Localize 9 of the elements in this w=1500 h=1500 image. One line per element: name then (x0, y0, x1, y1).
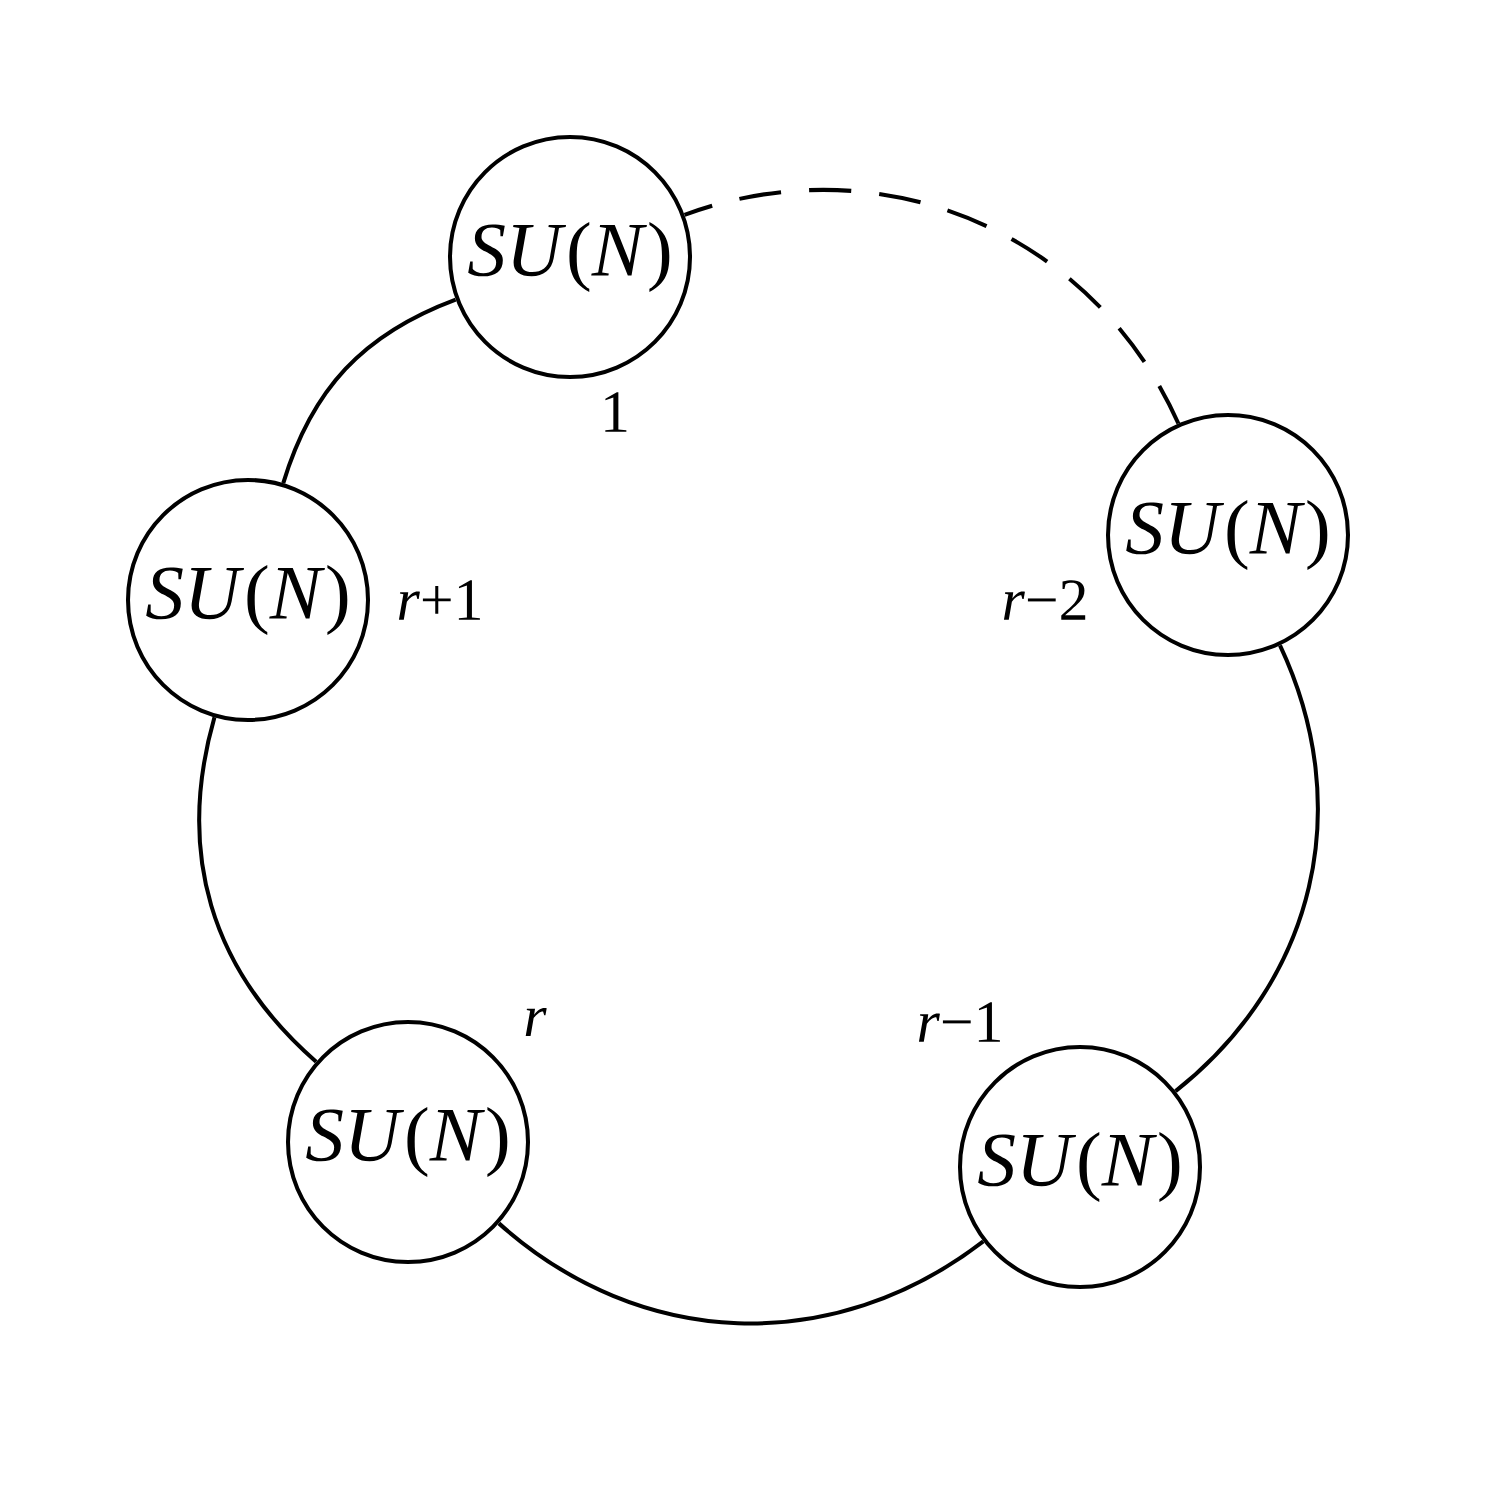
node-label: 1 (605, 392, 627, 432)
node-label: r−1 (918, 1002, 1000, 1042)
ring-line (1174, 644, 1320, 1093)
ring-line (683, 188, 1181, 425)
ring-line (197, 716, 318, 1064)
node-label: r+1 (398, 580, 480, 620)
node-label: r−2 (1003, 580, 1086, 620)
ring-line (281, 297, 457, 484)
ring-line (497, 1221, 985, 1326)
